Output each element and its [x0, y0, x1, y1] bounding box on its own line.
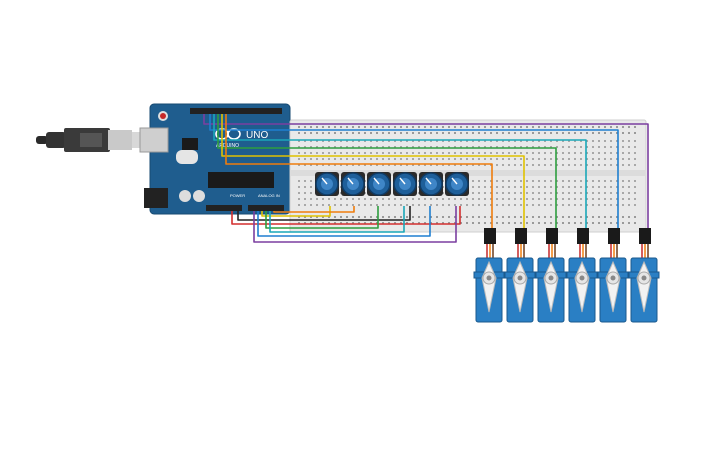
potentiometer[interactable]	[393, 172, 417, 196]
digital-header	[190, 108, 282, 114]
wire-pot-orange	[273, 206, 355, 213]
wire-pot-green	[265, 206, 379, 229]
wire-pot-teal	[269, 206, 405, 233]
wire-orange	[225, 114, 493, 230]
wire-pot-blue	[257, 206, 431, 237]
servo-motor[interactable]	[504, 228, 536, 323]
crystal	[176, 150, 198, 164]
potentiometer[interactable]	[445, 172, 469, 196]
potentiometer[interactable]	[315, 172, 339, 196]
capacitor-1	[179, 190, 191, 202]
wire-blue	[209, 114, 619, 230]
servo-motor[interactable]	[473, 228, 505, 323]
power-header	[206, 205, 242, 211]
servo-motor[interactable]	[628, 228, 660, 323]
potentiometers	[315, 172, 469, 196]
wire-purple	[203, 114, 649, 230]
wire-red-power	[231, 206, 461, 225]
usb-chip	[182, 138, 198, 150]
analog-header	[248, 205, 284, 211]
servos	[473, 228, 660, 323]
wire-pot-purple	[253, 206, 457, 243]
power-label: POWER	[230, 193, 245, 198]
servo-motor[interactable]	[566, 228, 598, 323]
usb-cable[interactable]	[36, 128, 154, 152]
breadboard-holes	[298, 126, 636, 224]
servo-motor[interactable]	[597, 228, 629, 323]
wire-black-ground	[237, 206, 411, 221]
wire-pot-yellow	[261, 206, 331, 217]
usb-jack	[139, 127, 169, 153]
wire-teal	[213, 114, 587, 230]
uno-label: UNO	[246, 130, 268, 141]
wire-green	[217, 114, 557, 230]
potentiometer[interactable]	[367, 172, 391, 196]
power-jack	[144, 188, 168, 208]
potentiometer[interactable]	[419, 172, 443, 196]
capacitor-2	[193, 190, 205, 202]
servo-motor[interactable]	[535, 228, 567, 323]
wire-yellow	[221, 114, 525, 230]
arduino-uno-board[interactable]: UNO ARDUINO POWER ANALOG IN	[139, 103, 291, 215]
wires	[203, 114, 649, 243]
analog-label: ANALOG IN	[258, 193, 280, 198]
potentiometer[interactable]	[341, 172, 365, 196]
atmega-chip	[208, 172, 274, 188]
arduino-brand: ARDUINO	[216, 143, 239, 149]
